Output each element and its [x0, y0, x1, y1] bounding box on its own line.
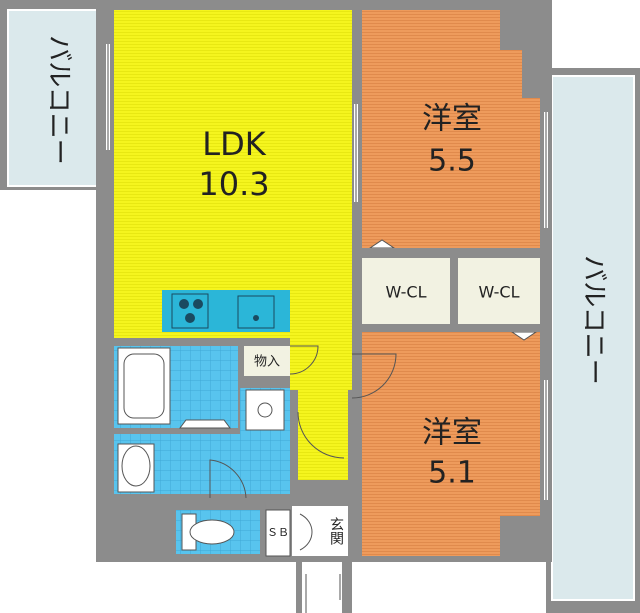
balcony-left: バルコニー [0, 0, 104, 190]
balcony-left-label: バルコニー [44, 35, 74, 164]
ldk-room [114, 10, 352, 480]
kitchen-counter [162, 290, 290, 332]
storage-label: 物入 [254, 355, 280, 370]
western-room-2 [362, 332, 540, 556]
toilet [176, 510, 260, 554]
shoe-box-label: ＳＢ [267, 526, 289, 539]
western-room-1-size: 5.5 [428, 144, 476, 179]
bathroom [114, 346, 238, 429]
western-room-1 [362, 10, 540, 248]
ldk-size: 10.3 [198, 165, 269, 203]
wcl-1-label: W-CL [385, 283, 426, 302]
doors [106, 44, 548, 500]
wcl-2-label: W-CL [478, 283, 519, 302]
storage: 物入 [244, 345, 319, 376]
ldk-label: LDK [202, 125, 266, 163]
shoe-box: ＳＢ [265, 509, 291, 557]
wcl-1 [362, 239, 450, 324]
wcl-2 [458, 258, 540, 341]
washroom [114, 388, 290, 499]
western-room-1-label: 洋室 [422, 102, 482, 137]
balcony-right: バルコニー [546, 68, 640, 613]
western-room-2-size: 5.1 [428, 456, 476, 491]
entrance-label: 玄関 [328, 516, 344, 546]
balcony-right-label: バルコニー [579, 255, 609, 384]
western-room-2-label: 洋室 [422, 416, 482, 451]
entrance: 玄関 [292, 506, 348, 613]
